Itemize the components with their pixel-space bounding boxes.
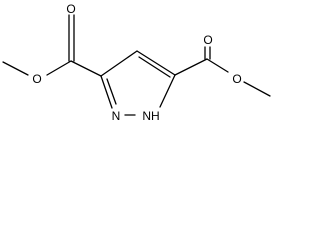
bond-carbonyl-right-o bbox=[206, 58, 229, 73]
bond-n-c3-double-a bbox=[100, 75, 113, 109]
bond-c4-c5-double-b bbox=[138, 56, 171, 78]
atom-o-carbonyl-right: O bbox=[203, 33, 212, 47]
bond-ring-to-carbonyl-right bbox=[174, 58, 208, 76]
molecule-drawing: O O O O N NH bbox=[2, 2, 271, 123]
atom-nh-ring: NH bbox=[142, 109, 159, 123]
structure-canvas: O O O O N NH bbox=[0, 0, 278, 126]
bond-c3-c4 bbox=[100, 50, 138, 77]
bond-n-c3-double-b bbox=[106, 78, 117, 105]
bond-c4-c5-double-a bbox=[136, 50, 176, 76]
bond-carbonyl-left-to-ring bbox=[70, 60, 102, 77]
bond-o-right-methyl bbox=[243, 81, 271, 97]
atom-o-ester-left: O bbox=[32, 72, 41, 86]
atom-n-ring: N bbox=[112, 109, 121, 123]
atom-o-carbonyl-left: O bbox=[66, 2, 75, 16]
bond-c5-nh bbox=[159, 74, 176, 108]
bond-o-left-carbonyl-c bbox=[46, 60, 72, 76]
bond-methyl-left-o bbox=[2, 61, 29, 76]
atom-o-ester-right: O bbox=[232, 72, 241, 86]
